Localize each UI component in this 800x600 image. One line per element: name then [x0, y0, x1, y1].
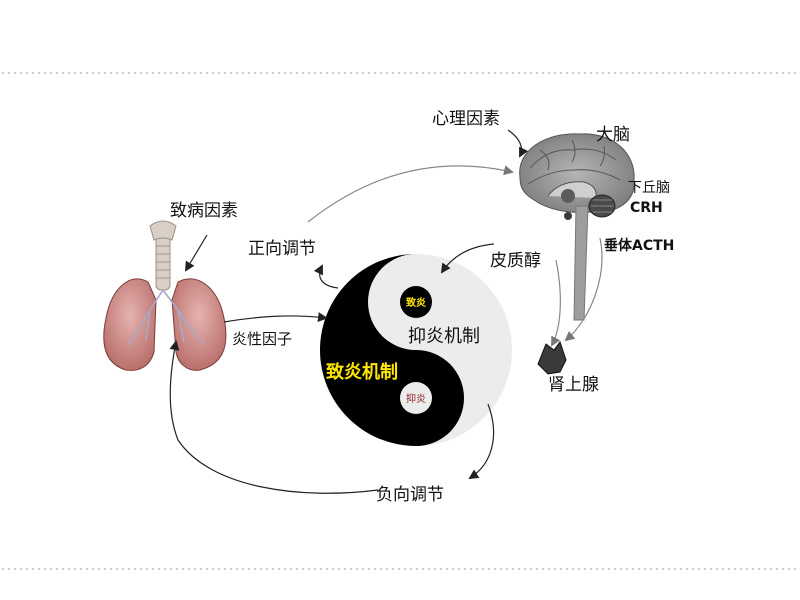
arrow-positive-to-brain: [307, 165, 514, 223]
right-lung: [103, 278, 157, 371]
label-hypothalamus: 下丘脑: [628, 180, 670, 196]
brainstem-spinal-cord: [573, 205, 589, 321]
arrow-to-negative-regulation: [468, 403, 495, 480]
brain-illustration: [519, 133, 635, 321]
arrow-negative-to-lungs: [169, 340, 379, 494]
arrow-cortisol-to-anti: [440, 243, 495, 274]
arrow-inflammatory-factor: [223, 312, 328, 323]
thalamus: [561, 189, 575, 203]
larynx: [149, 220, 177, 241]
label-pituitary-acth: 垂体ACTH: [604, 237, 674, 254]
arrow-acth-to-adrenal: [564, 237, 603, 342]
anti-inflammatory-dot: [400, 382, 432, 414]
label-adrenal-gland: 肾上腺: [548, 375, 599, 395]
cerebrum-shape: [519, 133, 635, 213]
label-anti-inflammatory-dot: 抑炎: [406, 393, 426, 405]
pituitary: [564, 212, 572, 220]
arrow-adrenal-to-cortisol: [551, 259, 561, 347]
left-lung: [171, 278, 227, 371]
brain-folds: [527, 139, 621, 185]
label-anti-inflammatory-mechanism: 抑炎机制: [408, 326, 480, 347]
label-positive-regulation: 正向调节: [248, 239, 316, 259]
label-cerebrum: 大脑: [596, 125, 630, 145]
label-pathogenic-factor: 致病因素: [170, 201, 238, 221]
label-negative-regulation: 负向调节: [376, 485, 444, 505]
arrow-psych-to-brain: [507, 129, 529, 158]
label-pro-inflammatory-dot: 致炎: [406, 296, 426, 309]
label-cortisol: 皮质醇: [490, 251, 541, 271]
top-dotted-border: [0, 70, 800, 76]
label-inflammatory-factor: 炎性因子: [232, 330, 292, 348]
adrenal-gland-shape: [537, 340, 567, 375]
yin-yang-symbol: [320, 254, 512, 446]
label-crh: CRH: [630, 200, 663, 216]
corpus-callosum: [547, 181, 597, 199]
bronchi: [127, 289, 205, 346]
label-psych-factor: 心理因素: [432, 109, 500, 129]
arrow-to-positive-regulation: [313, 264, 339, 289]
lungs-illustration: [103, 220, 227, 371]
pro-inflammatory-dot: [400, 286, 432, 318]
arrow-pathogenic-to-lungs: [184, 234, 208, 272]
bottom-dotted-border: [0, 566, 800, 572]
label-pro-inflammatory-mechanism: 致炎机制: [326, 361, 398, 383]
